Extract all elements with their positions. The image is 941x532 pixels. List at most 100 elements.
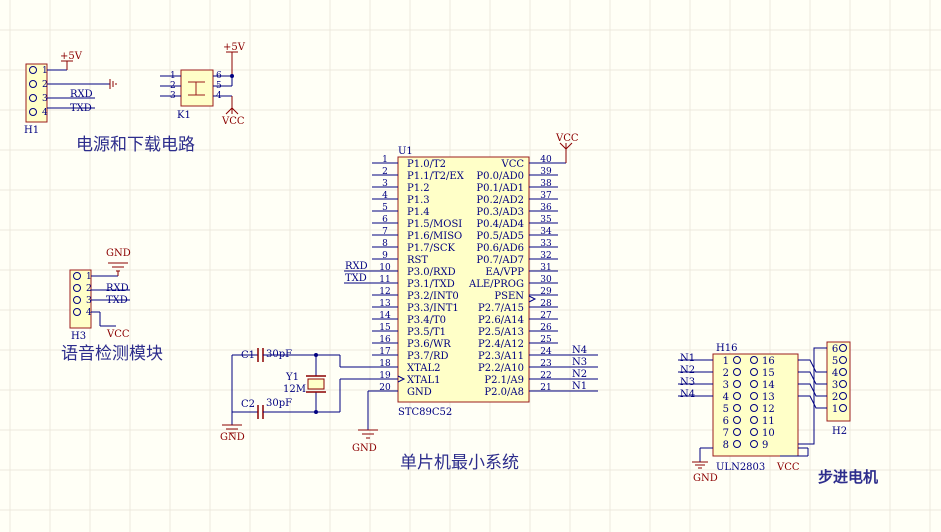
h16-net-label: N3 [680, 377, 695, 388]
h2-pin-number: 2 [832, 392, 838, 403]
h16-pin-number-left: 1 [723, 356, 729, 367]
u1-pin-name-right: P2.5/A13 [478, 327, 524, 338]
power-label-h16-vcc: VCC [776, 462, 800, 473]
u1-pin-number-right: 32 [540, 251, 551, 261]
u1-pin-number-right: 23 [540, 359, 552, 369]
u1-pin-name-right: P2.7/A15 [478, 303, 524, 314]
h16-pin-hole-right [750, 380, 758, 388]
title-stepper: 步进电机 [818, 468, 878, 486]
u1-pin-name-right: P0.7/AD7 [476, 255, 524, 266]
h2-wire-output [798, 371, 827, 385]
h16-part-name: ULN2803 [716, 462, 765, 473]
u1-pin-number-left: 12 [379, 287, 390, 297]
u1-pin-number-left: 1 [382, 155, 388, 165]
u1-pin-number-right: 22 [540, 371, 551, 381]
h16-pin-hole-left [733, 368, 741, 376]
u1-pin-name-left: P1.3 [407, 195, 430, 206]
crystal-y1[interactable] [306, 375, 326, 393]
k1-pin-number-left: 1 [170, 71, 176, 81]
u1-pin-number-right: 27 [540, 311, 552, 321]
h16-pin-hole-left [733, 404, 741, 412]
u1-pin-number-left: 18 [379, 359, 391, 369]
u1-pin-number-right: 30 [540, 275, 552, 285]
h3-pin-hole [73, 308, 81, 316]
u1-pin-number-left: 5 [382, 203, 388, 213]
u1-pin-name-right: P0.1/AD1 [476, 183, 524, 194]
h1-designator: H1 [24, 125, 39, 136]
u1-pin-name-right: P2.2/A10 [478, 363, 524, 374]
k1-pin-number-left: 2 [170, 81, 176, 91]
u1-pin-number-right: 37 [540, 191, 552, 201]
u1-pin-number-left: 8 [382, 239, 388, 249]
h2-pin-hole [839, 404, 847, 412]
u1-pin-number-left: 7 [382, 227, 388, 237]
u1-pin-name-left: P3.3/INT1 [407, 303, 459, 314]
u1-pin-number-left: 6 [382, 215, 388, 225]
k1-pin-number-right: 4 [216, 91, 222, 101]
u1-pin-name-left: P3.1/TXD [407, 279, 455, 290]
u1-psen-marker [528, 295, 537, 303]
k1-pin-number-right: 6 [216, 71, 222, 81]
power-label-h3-vcc: VCC [106, 329, 130, 340]
h1-pin-hole [29, 108, 37, 116]
u1-pin-name-right: P2.4/A12 [478, 339, 524, 350]
power-label-h16-gnd: GND [693, 473, 718, 484]
h3-pin-hole [73, 296, 81, 304]
u1-net-label-left: RXD [345, 261, 368, 272]
u1-pin-name-left: RST [407, 255, 428, 266]
u1-pin-name-left: P1.7/SCK [407, 243, 456, 254]
u1-pin-number-left: 13 [379, 299, 391, 309]
u1-pin-name-left: P1.6/MISO [407, 231, 462, 242]
u1-pin-number-right: 21 [540, 383, 551, 393]
h3-pin-hole [73, 272, 81, 280]
h2-body [826, 341, 851, 422]
y1-value: 12M [283, 384, 306, 395]
power-arrow-k1-vcc [225, 107, 239, 115]
u1-net-label-right: N1 [572, 381, 587, 392]
k1-body [180, 69, 214, 107]
net-label-h1-txd: TXD [70, 103, 92, 114]
u1-pin-number-right: 28 [540, 299, 552, 309]
u1-pin-number-right: 26 [540, 323, 552, 333]
h3-pin-number: 3 [86, 296, 92, 306]
capacitor-c2[interactable] [257, 405, 264, 419]
u1-pin-name-left: P3.5/T1 [407, 327, 446, 338]
h2-pin-hole [839, 356, 847, 364]
h2-pin-hole [839, 368, 847, 376]
h1-pin-hole [29, 66, 37, 74]
u1-pin-name-right: EA/VPP [485, 267, 524, 278]
u1-pin-name-right: VCC [500, 159, 524, 170]
h2-pin-number: 3 [832, 380, 838, 391]
u1-pin-number-right: 34 [540, 227, 552, 237]
h16-pin-number-left: 8 [723, 440, 729, 451]
h16-pin-hole-right [750, 404, 758, 412]
u1-pin-name-left: P1.5/MOSI [407, 219, 462, 230]
h16-net-label: N1 [680, 353, 695, 364]
u1-net-label-left: TXD [345, 273, 367, 284]
h16-pin-number-right: 15 [762, 368, 775, 379]
title-voice-detect: 语音检测模块 [61, 344, 163, 364]
u1-pin-name-right: ALE/PROG [468, 279, 524, 290]
u1-pin-name-right: P2.6/A14 [478, 315, 524, 326]
net-label-h3-txd: TXD [106, 295, 128, 306]
h16-pin-hole-right [750, 392, 758, 400]
u1-pin-number-left: 14 [379, 311, 391, 321]
u1-pin-number-right: 24 [540, 347, 552, 357]
u1-pin-number-right: 35 [540, 215, 552, 225]
u1-pin-number-left: 3 [382, 179, 388, 189]
h16-pin-number-right: 11 [762, 416, 775, 427]
u1-pin-name-left: P1.4 [407, 207, 430, 218]
u1-pin-number-left: 16 [379, 335, 391, 345]
h16-pin-number-left: 4 [723, 392, 729, 403]
h3-pin-hole [73, 284, 81, 292]
h2-pin-hole [839, 380, 847, 388]
